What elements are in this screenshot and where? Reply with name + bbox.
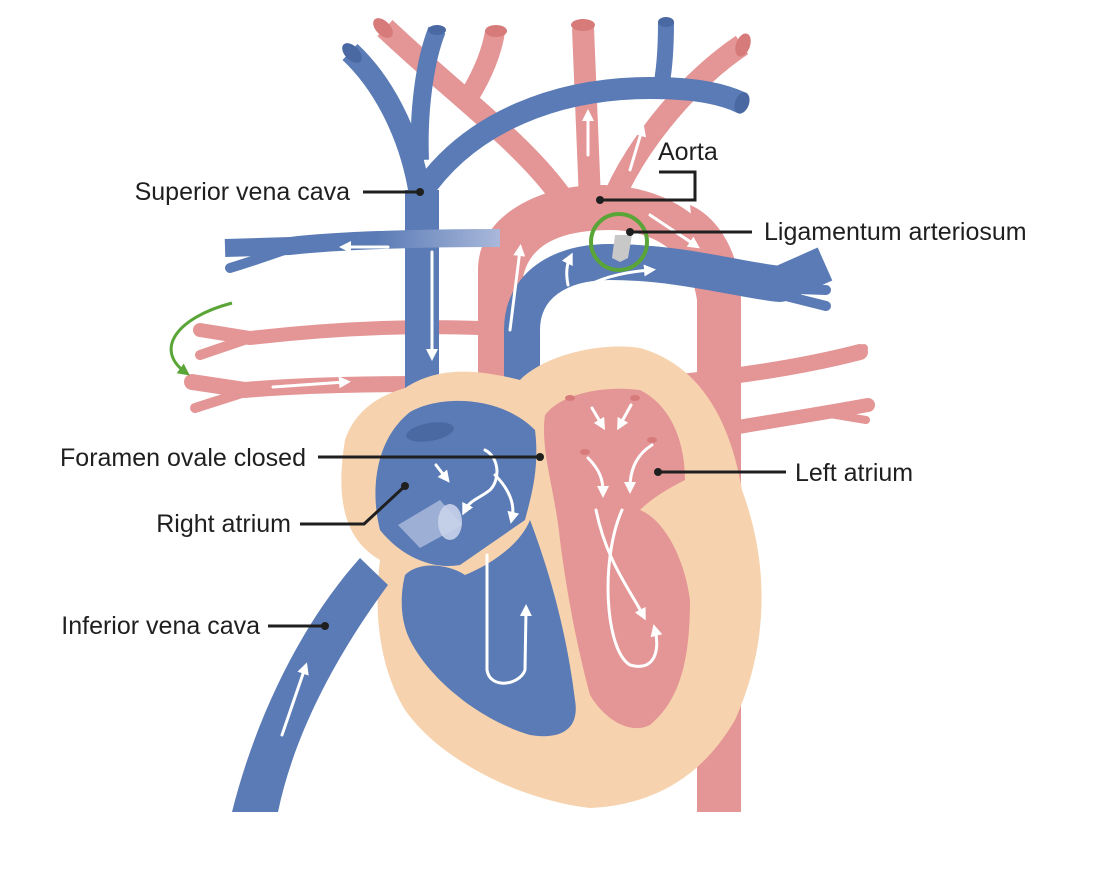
left-pulmonary-veins: [184, 320, 487, 413]
svc-opening: [406, 422, 454, 442]
label-superior-vena-cava: Superior vena cava: [135, 178, 351, 206]
blood-flow-arrows: [271, 109, 700, 737]
label-right-atrium: Right atrium: [156, 510, 291, 538]
right-ventricle-chamber: [401, 520, 576, 737]
ligamentum-highlight-circle: [589, 212, 649, 272]
superior-vena-cava-group: [342, 17, 750, 390]
label-inferior-vena-cava: Inferior vena cava: [61, 612, 260, 640]
label-foramen-ovale-closed: Foramen ovale closed: [60, 444, 306, 472]
pulmonary-trunk: [504, 244, 833, 380]
left-pulmonary-artery: [224, 229, 501, 273]
ligamentum-arteriosum: [612, 235, 632, 262]
leader-lines: [268, 170, 786, 628]
aortic-arch: [478, 185, 741, 380]
pulmonary-vein-openings: [565, 395, 657, 455]
label-ligamentum-arteriosum: Ligamentum arteriosum: [764, 218, 1027, 246]
ivc-opening: [438, 504, 462, 540]
leader-dots: [321, 188, 662, 630]
left-heart-chamber: [543, 388, 690, 729]
label-aorta: Aorta: [658, 138, 718, 166]
label-left-atrium: Left atrium: [795, 459, 913, 487]
green-flow-arrow: [169, 301, 233, 376]
labels: Aorta Superior vena cava Ligamentum arte…: [60, 138, 1027, 640]
inferior-vena-cava: [232, 558, 388, 812]
